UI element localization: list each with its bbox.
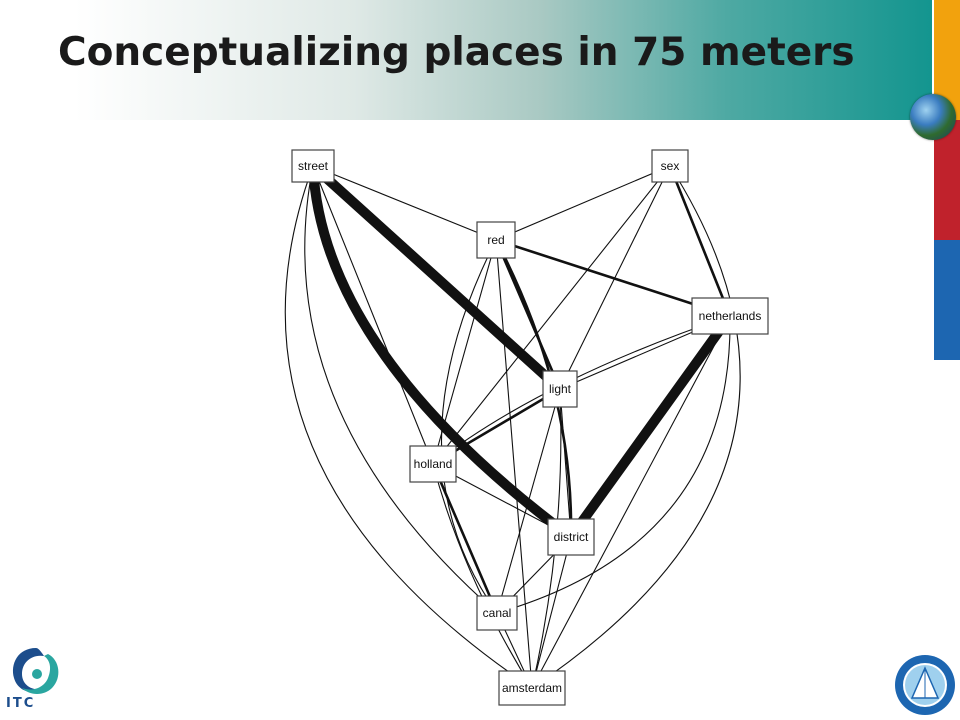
edge-light-canal [496,388,561,614]
node-district: district [547,518,595,556]
itc-logo-icon [12,648,59,694]
edge-sex-netherlands [668,164,732,318]
node-box-canal [476,595,518,631]
edge-red-amsterdam [495,239,533,689]
edge-holland-canal [431,462,499,615]
accent-stripe-blue [934,240,960,360]
node-label-canal: canal [483,606,512,620]
edge-street-holland [312,165,434,465]
node-sex: sex [651,149,689,183]
nodes-layer: street sex red netherlands light holland distr… [291,149,769,706]
edge-sex-holland [432,165,671,465]
node-red: red [476,221,516,259]
edge-light-district [559,388,572,538]
node-canal: canal [476,595,518,631]
node-label-amsterdam: amsterdam [502,681,562,695]
edge-street-light [308,161,565,394]
edge-sex-amsterdam [531,165,741,689]
node-light: light [542,370,578,408]
edge-street-district [308,161,576,542]
accent-stripe-red [934,120,960,240]
edge-red-holland [432,239,497,465]
node-label-red: red [487,233,504,247]
edge-netherlands-district [566,311,735,542]
edge-district-amsterdam [531,536,572,689]
node-label-sex: sex [661,159,680,173]
globe-icon [910,94,956,140]
edge-street-red [312,165,497,241]
edge-netherlands-amsterdam [531,315,731,689]
node-label-light: light [549,382,572,396]
edge-holland-amsterdam [432,463,533,689]
node-label-netherlands: netherlands [699,309,762,323]
edge-red-light [494,238,562,391]
edge-netherlands-holland [432,315,731,465]
node-box-sex [651,149,689,183]
node-label-holland: holland [414,457,453,471]
node-box-district [547,518,595,556]
slide-title: Conceptualizing places in 75 meters [58,30,855,75]
node-box-street [291,149,335,183]
edge-red-canal [441,239,498,614]
edge-street-canal [304,165,498,614]
node-box-netherlands [691,297,769,335]
edge-red-netherlands [494,238,732,318]
university-seal-icon [895,655,955,715]
node-box-red [476,221,516,259]
edge-sex-light [559,165,671,390]
node-amsterdam: amsterdam [498,670,566,706]
node-holland: holland [409,445,457,483]
edges-layer [284,161,741,689]
itc-logo-text: ITC [6,696,36,711]
node-netherlands: netherlands [691,297,769,335]
node-box-holland [409,445,457,483]
node-box-amsterdam [498,670,566,706]
header-band [0,0,932,120]
node-label-street: street [298,159,329,173]
node-label-district: district [554,530,589,544]
edge-sex-red [495,165,671,241]
node-street: street [291,149,335,183]
edge-street-amsterdam [284,165,533,689]
node-box-light [542,370,578,408]
